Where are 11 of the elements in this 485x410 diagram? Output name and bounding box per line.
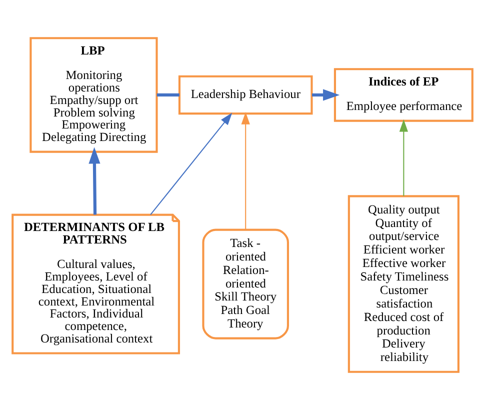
arrow (241, 112, 250, 230)
node-box: Task - oriented Relation- oriented Skill Theory Path Goal Theory (202, 228, 289, 340)
arrow (312, 89, 340, 101)
node-box: Indices of EP Employee performance (334, 68, 474, 122)
node-box: Quality output Quantity of output/service Efficient worker Effective worker Safety Timeliness Customer satisfaction Reduced cost of production Delivery reliability (348, 195, 460, 373)
arrow (88, 147, 100, 215)
arrow (399, 119, 408, 196)
connector (156, 93, 180, 96)
node-box: Leadership Behaviour (178, 75, 313, 115)
node-box: LBP Monitoring operations Empathy/supp ort Problem solving Empowering Delegating Directing (30, 37, 158, 153)
arrow (150, 112, 232, 216)
